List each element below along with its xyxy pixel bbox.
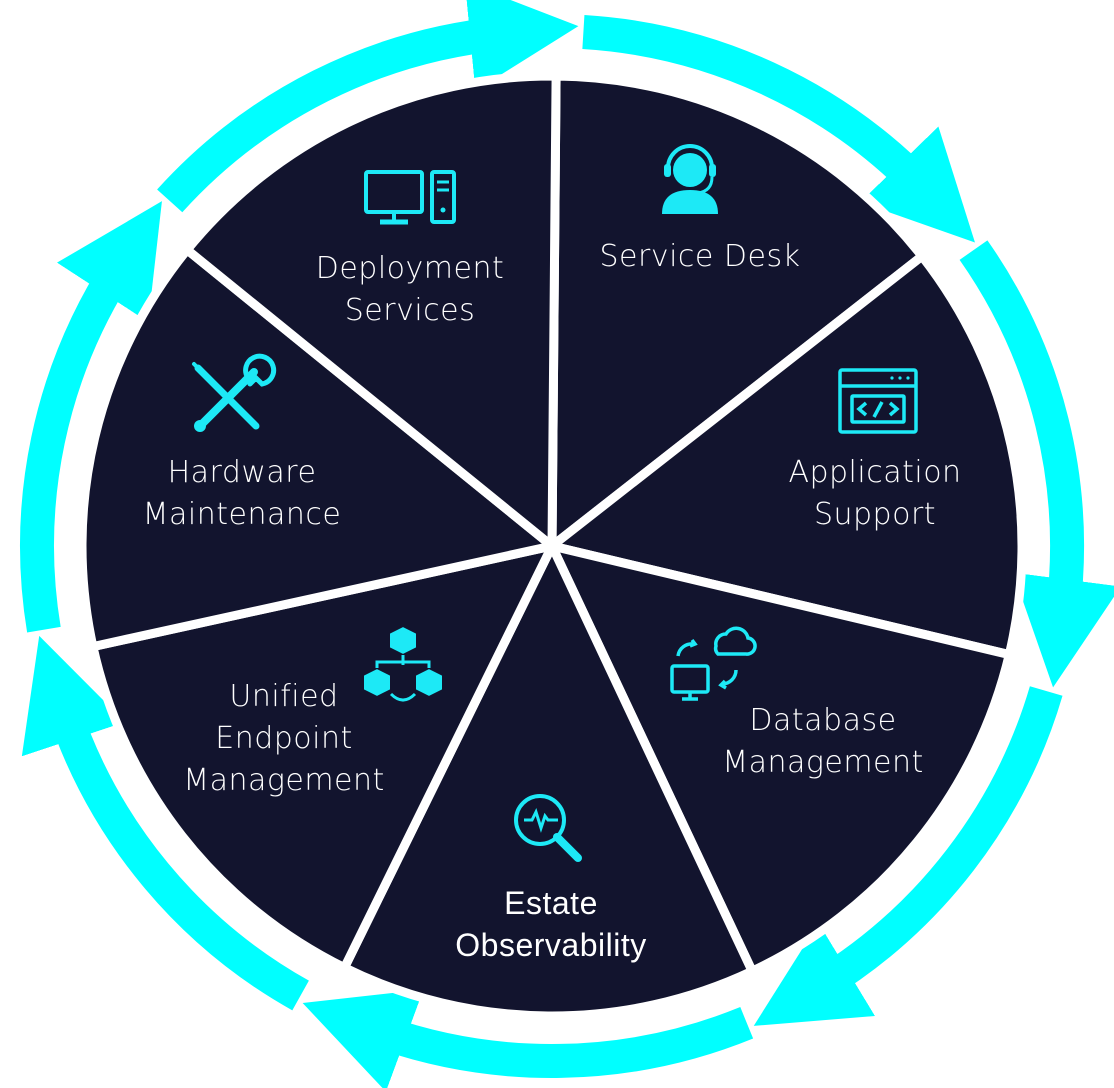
desktop-computer-icon	[364, 170, 456, 225]
label-line: Unified	[229, 679, 339, 714]
icon-group	[192, 144, 918, 862]
label-hardware-maintenance: Hardware Maintenance	[112, 452, 372, 536]
ring-arrow-service-desk	[582, 15, 975, 243]
ring-arrow-estate-observability	[302, 989, 754, 1088]
label-line: Hardware	[167, 455, 317, 490]
segment-group	[77, 71, 1027, 1021]
segment-hardware-maintenance	[77, 245, 557, 652]
cloud-sync-monitor-icon	[670, 626, 757, 701]
code-window-icon	[838, 368, 918, 434]
ring-arrow-application-support	[959, 240, 1114, 688]
label-line: Management	[722, 745, 924, 780]
segment-unified-endpoint-management	[88, 541, 557, 973]
label-application-support: Application Support	[745, 452, 1005, 536]
label-line: Maintenance	[142, 497, 342, 532]
segment-service-desk	[547, 71, 927, 551]
label-line: Service Desk	[599, 239, 801, 274]
label-estate-observability: Estate Observability	[421, 882, 681, 966]
headset-agent-icon	[662, 144, 718, 214]
label-service-desk: Service Desk	[570, 236, 830, 278]
ring-arrow-unified-endpoint-management	[21, 635, 309, 1011]
label-line: Database	[749, 703, 897, 738]
label-line: Support	[813, 497, 937, 532]
label-line: Application	[788, 455, 962, 490]
label-line: Observability	[455, 927, 647, 963]
label-line: Services	[344, 293, 476, 328]
segment-estate-observability	[339, 541, 757, 1021]
label-line: Estate	[504, 885, 598, 921]
label-deployment-services: Deployment Services	[280, 248, 540, 332]
segment-application-support	[547, 251, 1027, 660]
wrench-screwdriver-icon	[192, 353, 277, 432]
cycle-ring	[20, 0, 1114, 1088]
segment-deployment-services	[182, 71, 561, 551]
ring-arrow-hardware-maintenance	[20, 201, 162, 633]
label-line: Management	[183, 763, 385, 798]
ring-arrow-deployment-services	[157, 0, 579, 213]
magnifier-pulse-icon	[514, 794, 582, 862]
label-line: Deployment	[315, 251, 505, 286]
segment-database-management	[547, 541, 1014, 976]
label-database-management: Database Management	[693, 700, 953, 784]
label-unified-endpoint-management: Unified Endpoint Management	[154, 676, 414, 802]
connected-cubes-icon	[362, 624, 444, 702]
label-line: Endpoint	[215, 721, 353, 756]
ring-arrow-database-management	[753, 686, 1063, 1026]
